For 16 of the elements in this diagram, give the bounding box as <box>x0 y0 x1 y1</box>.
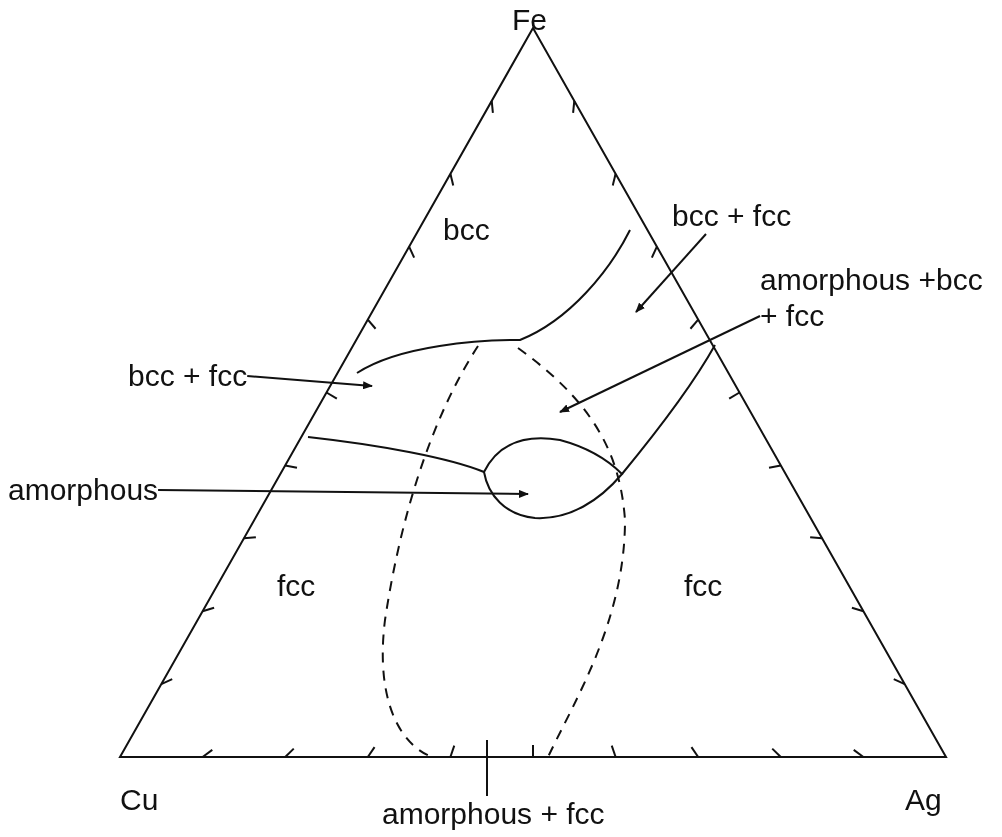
phase-label: amorphous +bcc + fcc <box>760 262 1000 334</box>
phase-label: bcc <box>443 212 490 248</box>
phase-label: bcc + fcc <box>672 198 792 234</box>
leader-line <box>246 375 373 390</box>
phase-label: fcc <box>684 568 723 604</box>
phase-label: fcc <box>277 568 316 604</box>
phase-label: amorphous <box>8 472 159 508</box>
leader-line <box>635 233 707 313</box>
element-label: Cu <box>120 782 159 818</box>
phase-label: bcc + fcc <box>128 358 248 394</box>
leader-line <box>486 739 488 797</box>
element-label: Fe <box>512 2 547 38</box>
element-label: Ag <box>905 782 942 818</box>
leader-line <box>157 489 529 498</box>
leader-line <box>559 315 761 413</box>
phase-label: amorphous + fcc <box>382 796 605 832</box>
